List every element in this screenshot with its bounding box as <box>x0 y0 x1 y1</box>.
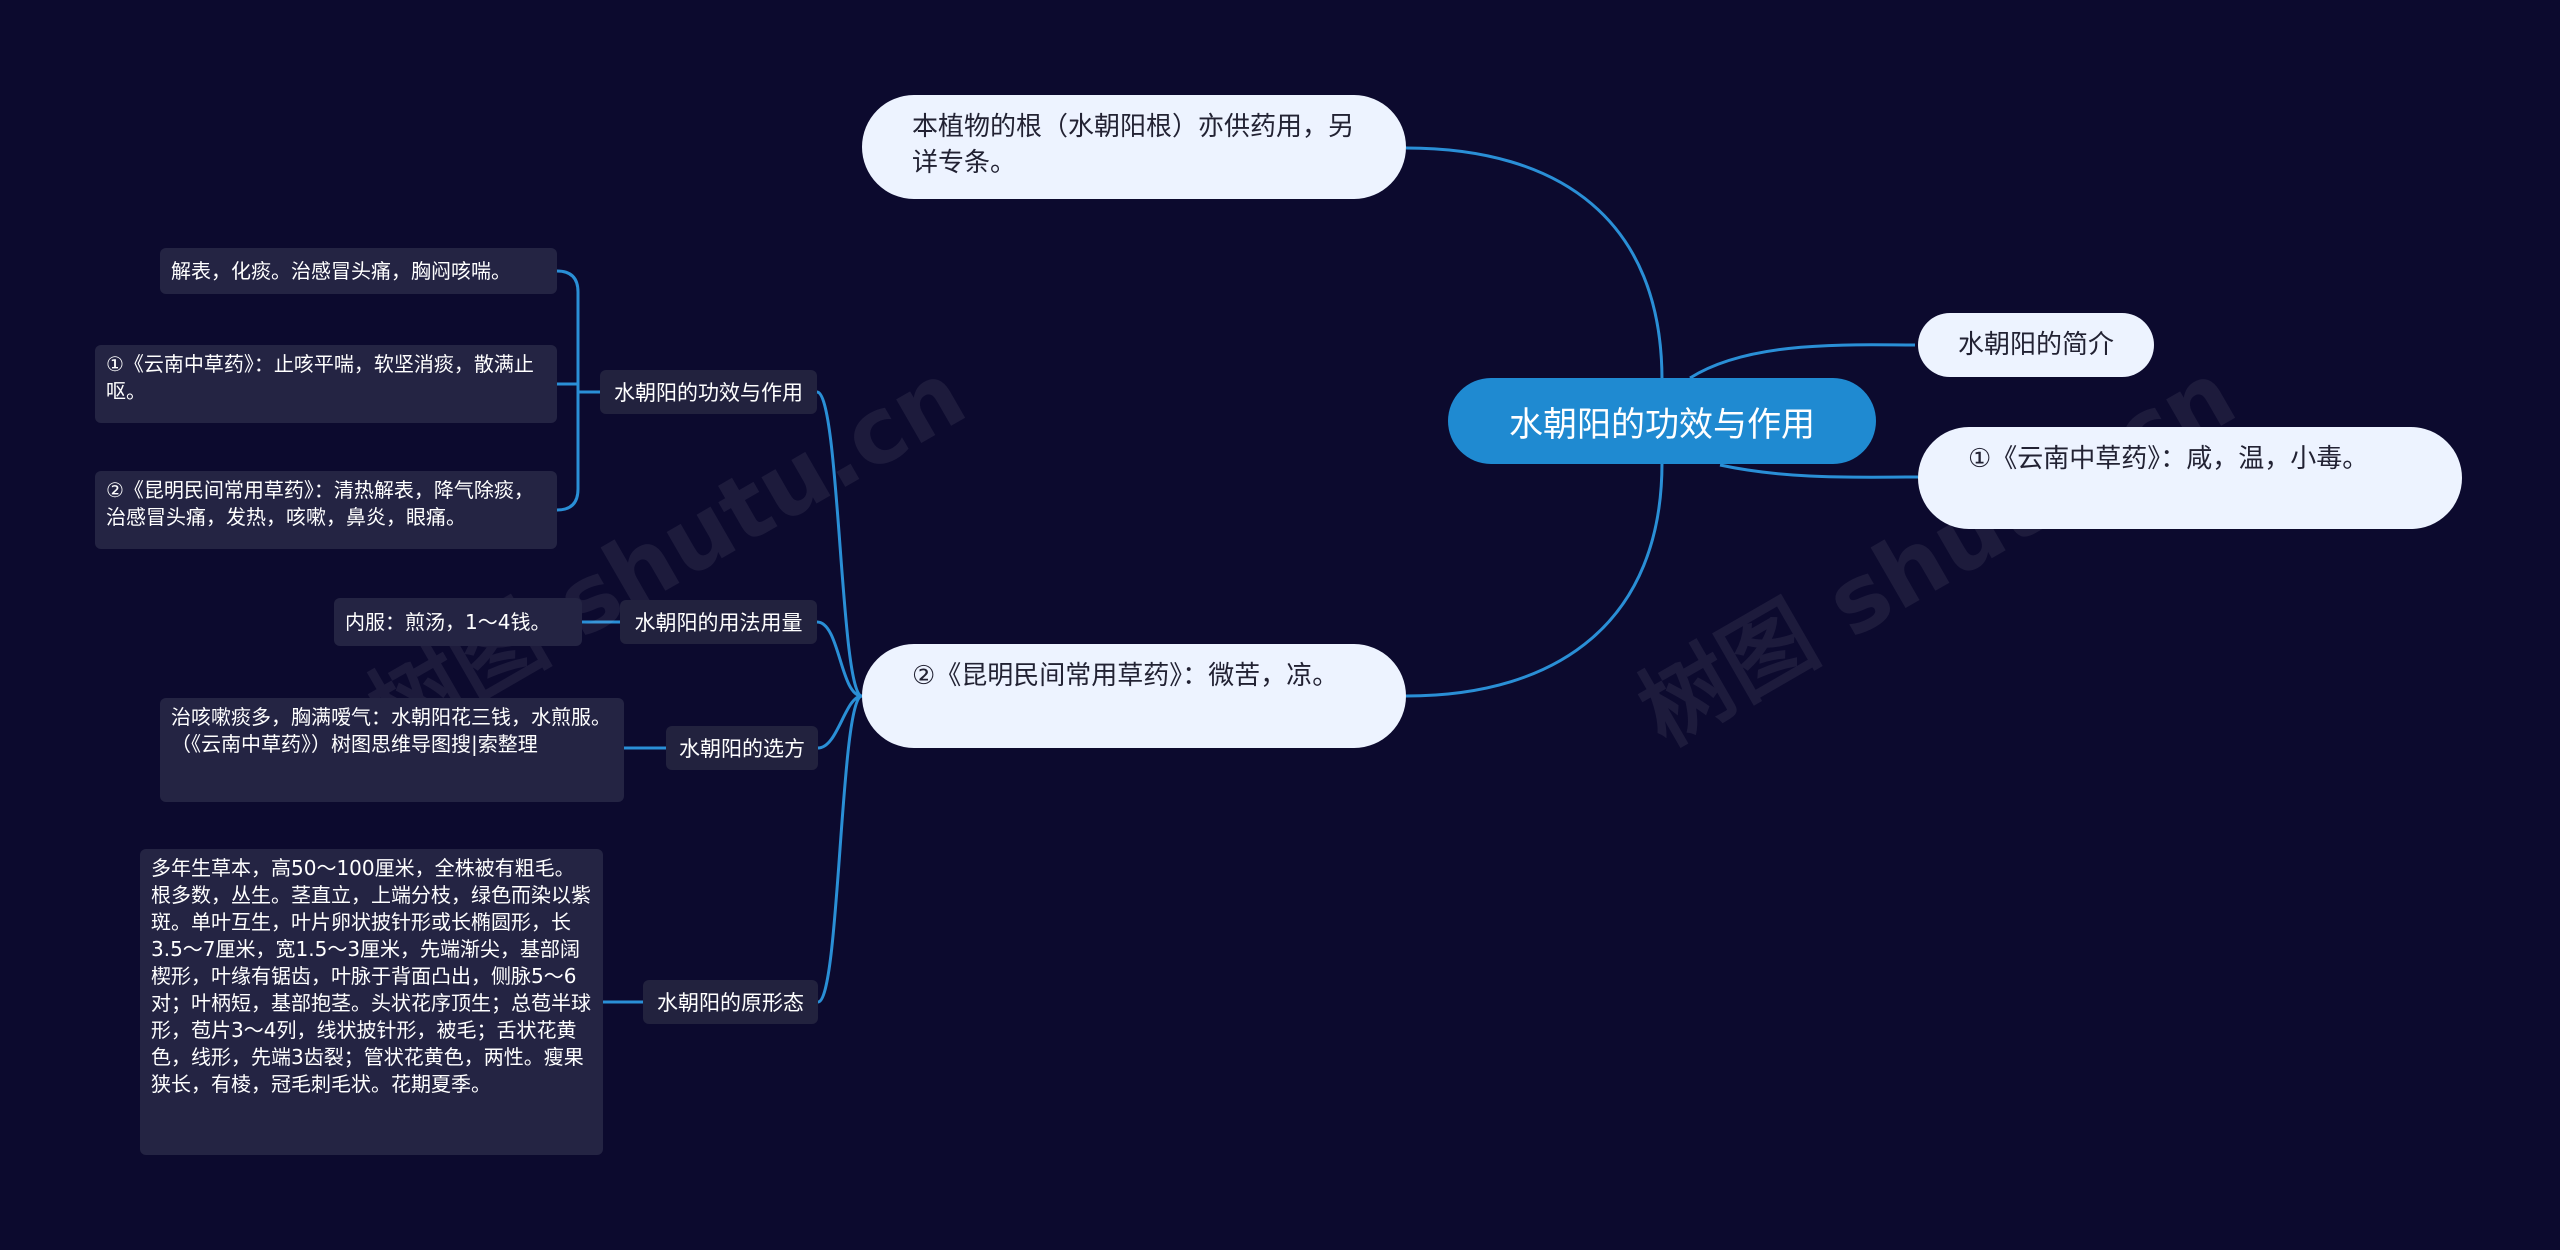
efficacy-leaf-3[interactable]: ②《昆明民间常用草药》：清热解表，降气除痰，治感冒头痛，发热，咳嗽，鼻炎，眼痛。 <box>95 471 557 549</box>
efficacy-leaf-1[interactable]: 解表，化痰。治感冒头痛，胸闷咳喘。 <box>160 248 557 294</box>
link-kunming-usage <box>816 620 863 698</box>
link-root-taste <box>1719 463 1919 479</box>
link-kunming-prescription <box>817 694 863 750</box>
morphology-leaf[interactable]: 多年生草本，高50～100厘米，全株被有粗毛。根多数，丛生。茎直立，上端分枝，绿… <box>140 849 603 1155</box>
link-root-kunming <box>1405 462 1664 698</box>
bracket-efficacy-leaves <box>556 269 580 512</box>
root-topic[interactable]: 水朝阳的功效与作用 <box>1448 378 1876 464</box>
link-kunming-morphology <box>817 694 863 1004</box>
intro-node[interactable]: 水朝阳的简介 <box>1918 313 2154 377</box>
taste-node[interactable]: ①《云南中草药》：咸，温，小毒。 <box>1918 427 2462 529</box>
link-kunming-efficacy <box>816 390 863 698</box>
branch-prescription[interactable]: 水朝阳的选方 <box>666 726 818 770</box>
branch-usage[interactable]: 水朝阳的用法用量 <box>620 600 817 644</box>
root-note-node[interactable]: 本植物的根（水朝阳根）亦供药用，另详专条。 <box>862 95 1406 199</box>
branch-morphology[interactable]: 水朝阳的原形态 <box>643 980 818 1024</box>
usage-leaf[interactable]: 内服：煎汤，1～4钱。 <box>334 598 582 646</box>
efficacy-leaf-2[interactable]: ①《云南中草药》：止咳平喘，软坚消痰，散满止呕。 <box>95 345 557 423</box>
kunming-node[interactable]: ②《昆明民间常用草药》：微苦，凉。 <box>862 644 1406 748</box>
link-root-intro <box>1689 343 1916 380</box>
branch-efficacy[interactable]: 水朝阳的功效与作用 <box>600 370 817 414</box>
prescription-leaf[interactable]: 治咳嗽痰多，胸满嗳气：水朝阳花三钱，水煎服。（《云南中草药》）树图思维导图搜|索… <box>160 698 624 802</box>
link-root-rootnote <box>1405 146 1664 381</box>
